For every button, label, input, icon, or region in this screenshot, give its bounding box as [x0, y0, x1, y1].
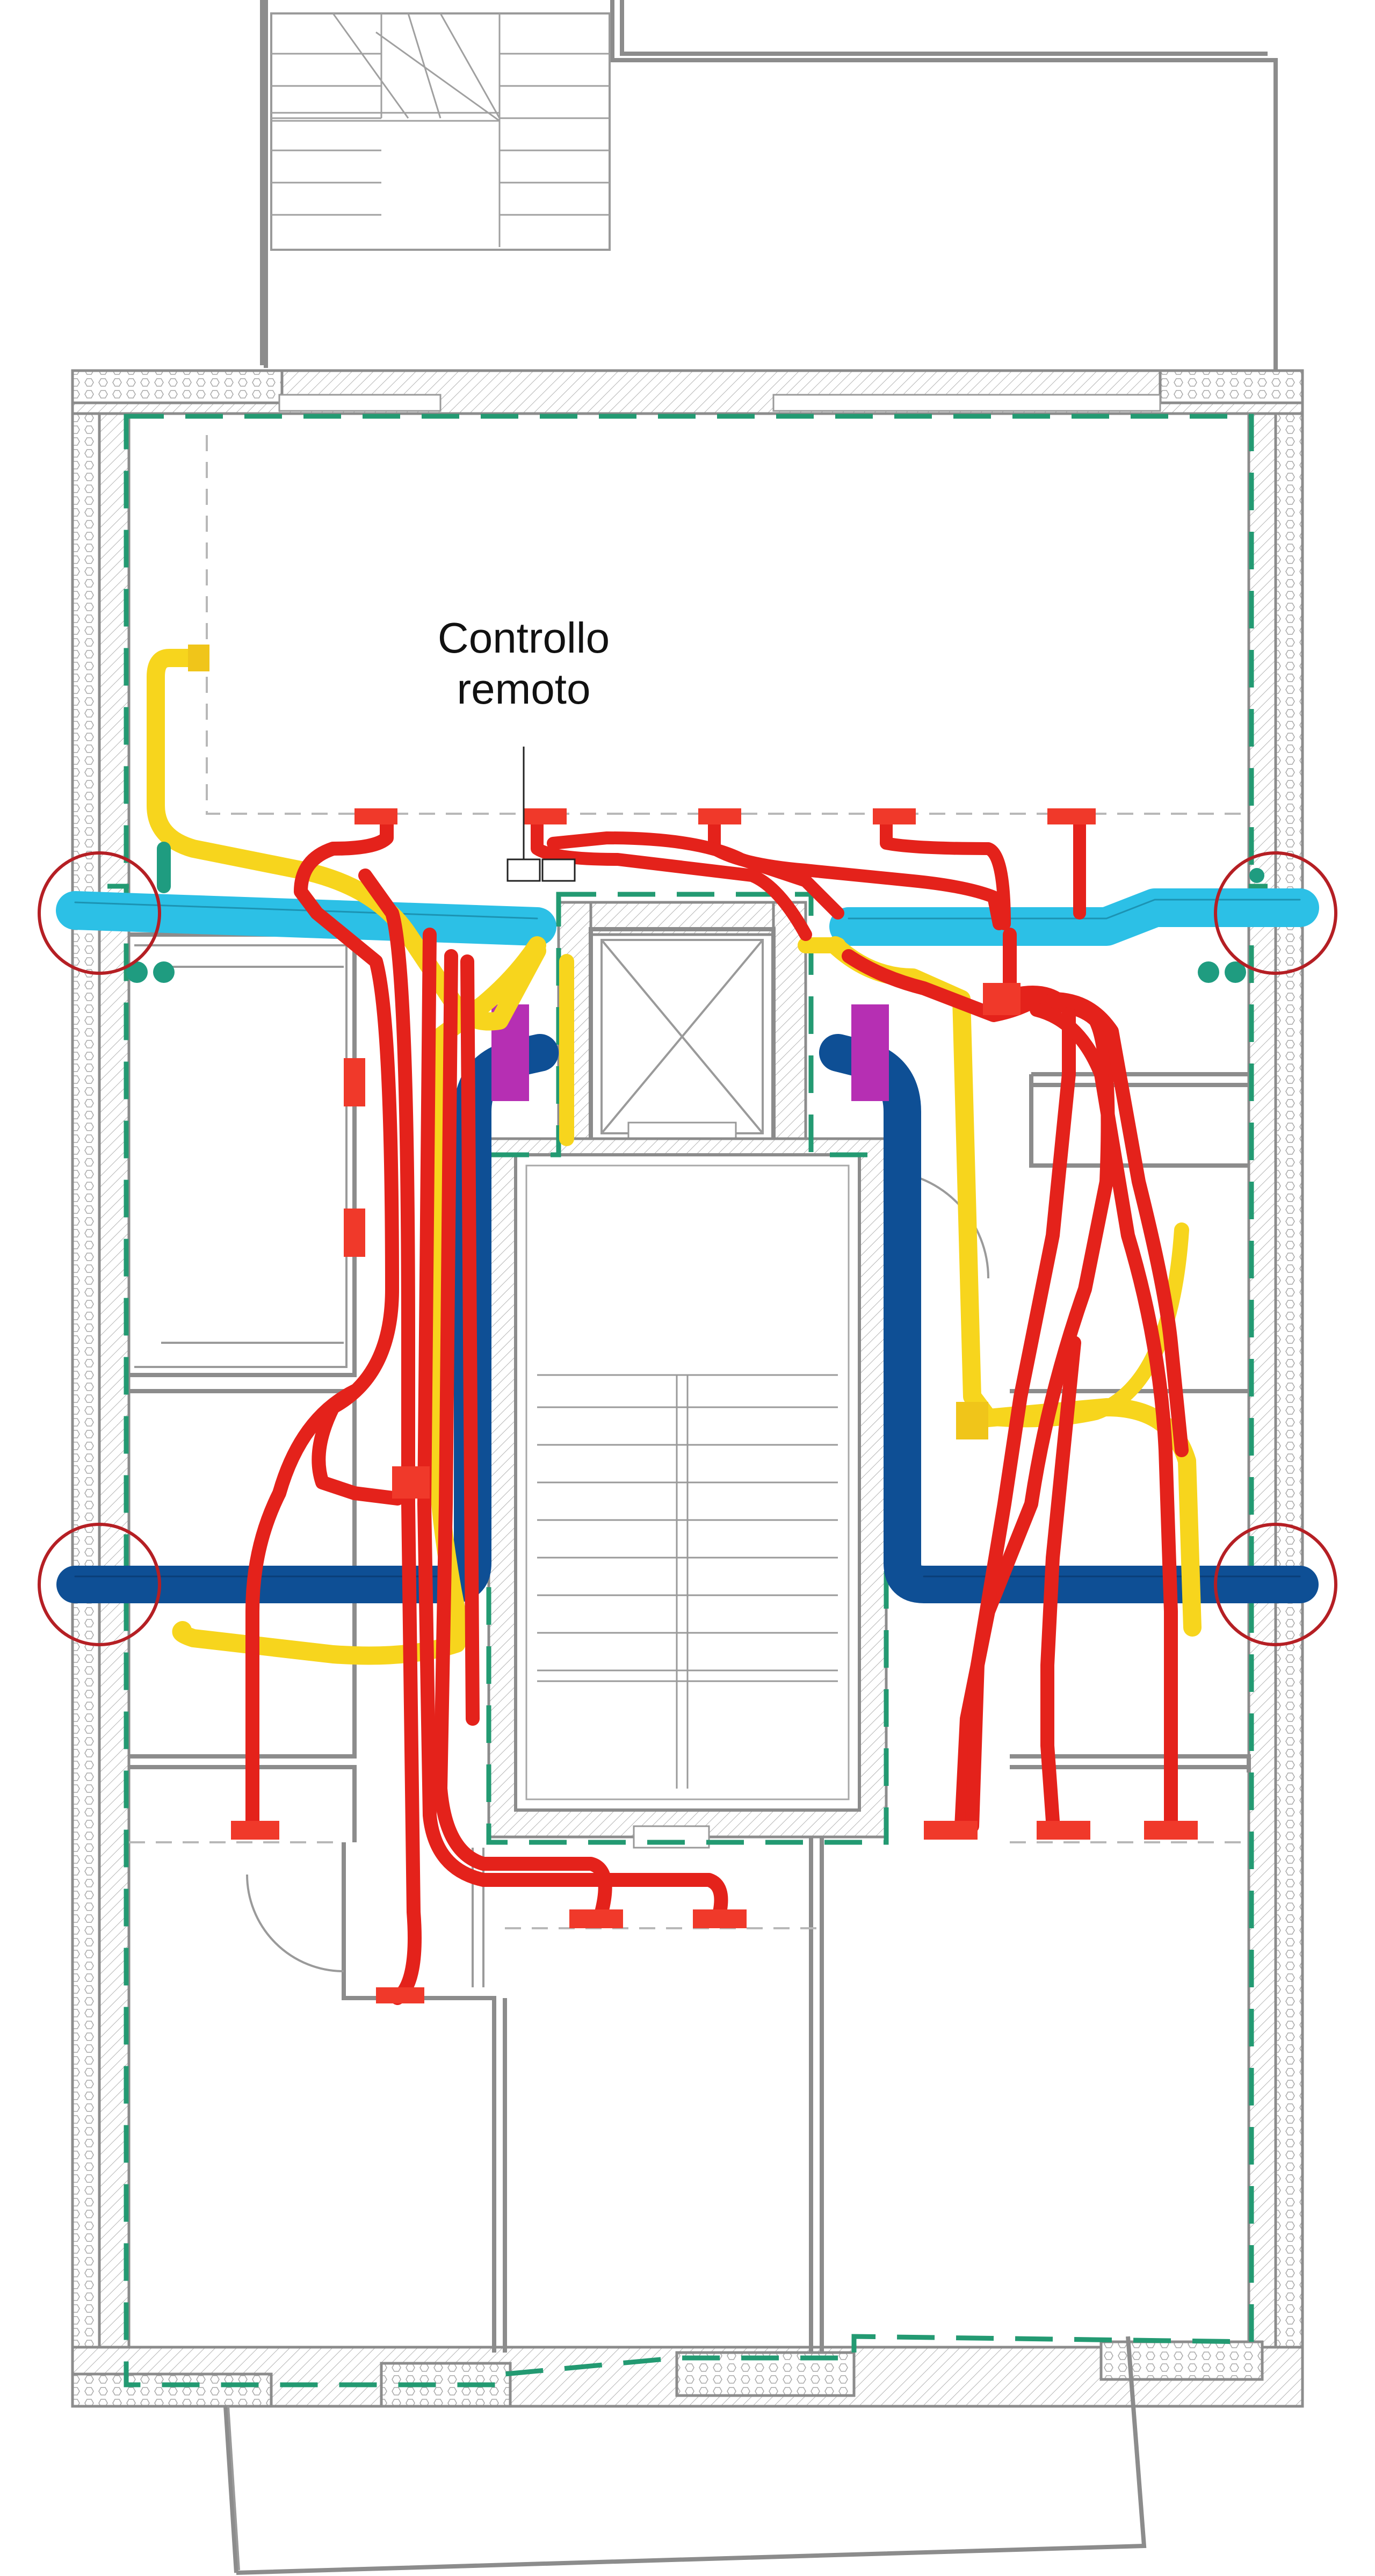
air-terminal-icon [693, 1909, 747, 1928]
air-terminal-icon [983, 983, 1021, 1015]
label-line-2: remoto [457, 665, 591, 713]
remote-control-icon [506, 747, 576, 882]
circle-marker-icon [1214, 1523, 1337, 1646]
duct-supply [245, 809, 1189, 2005]
label-line-1: Controllo [438, 614, 610, 662]
air-terminal-icon [1047, 808, 1096, 824]
air-terminal-icon [524, 808, 567, 824]
air-terminal-icon [344, 1058, 365, 1106]
condensate-drains [126, 842, 1264, 983]
air-terminals [231, 808, 1198, 2003]
central-core [487, 901, 888, 1849]
air-terminal-icon [354, 808, 397, 824]
circle-marker-icon [1214, 851, 1337, 975]
air-terminal-icon [231, 1821, 279, 1840]
air-terminal-icon [376, 1987, 424, 2003]
air-terminal-icon [1037, 1821, 1090, 1840]
air-terminal-icon [1144, 1821, 1198, 1840]
ceiling-outline-lower [129, 1841, 1249, 1929]
stair-treads-upper [271, 13, 610, 247]
air-terminal-icon [344, 1209, 365, 1257]
air-terminal-icon [873, 808, 916, 824]
air-terminal-icon [392, 1466, 430, 1499]
stair-treads-core [537, 1374, 838, 1789]
interior-partitions [129, 932, 1251, 2353]
air-terminal-icon [698, 808, 741, 824]
circle-marker-icon [38, 851, 161, 975]
circle-marker-icon [38, 1523, 161, 1646]
duct-outdoor-air [56, 888, 1319, 946]
stair-annex [260, 0, 1278, 371]
air-terminal-icon [569, 1909, 623, 1928]
thermal-envelope [107, 414, 1268, 2387]
building-walls [71, 369, 1304, 2575]
air-terminal-icon [924, 1821, 978, 1840]
wall-penetration-markers [38, 851, 1337, 1646]
ceiling-outline [206, 435, 1241, 815]
remote-control-label: Controllo remoto [438, 614, 610, 713]
ventilation-unit-right [851, 1004, 889, 1101]
